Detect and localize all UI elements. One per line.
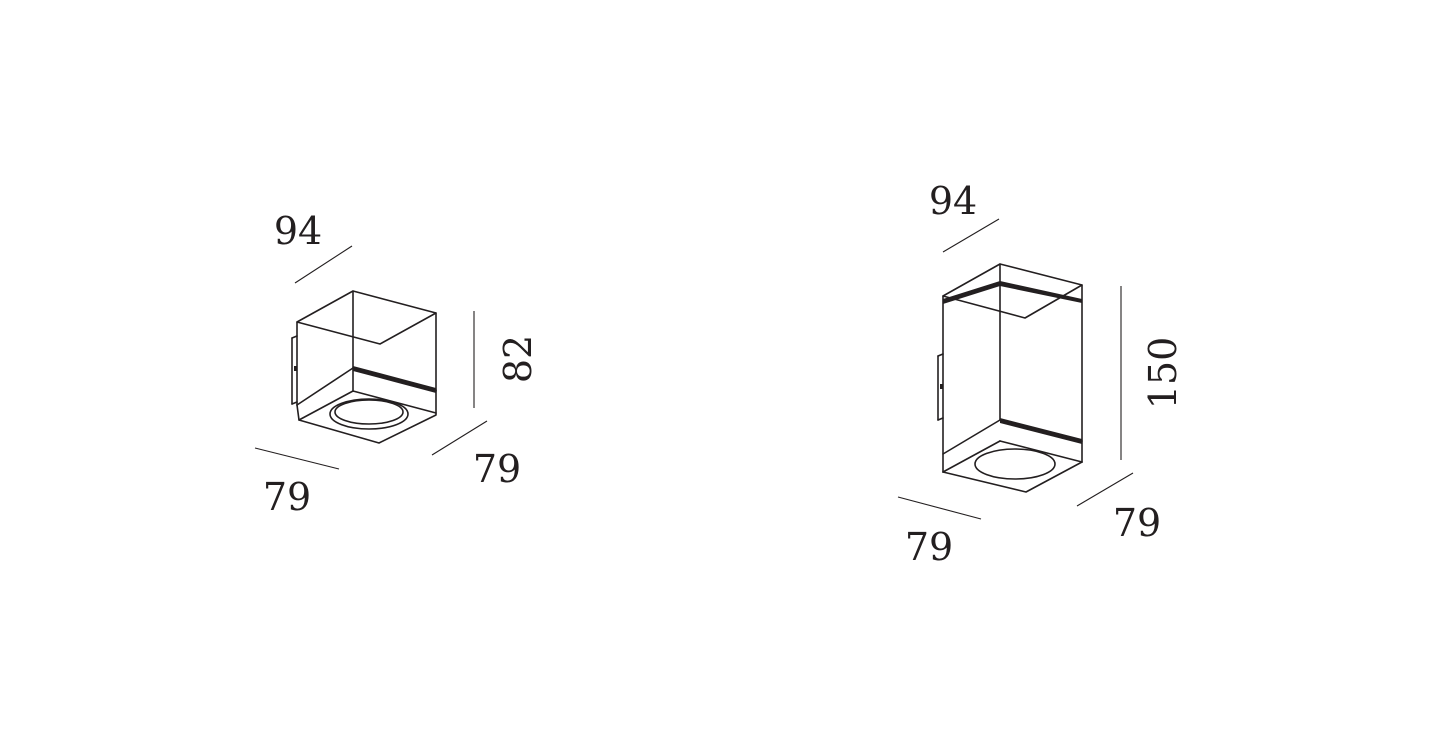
short-lens-inner xyxy=(334,399,404,425)
short-band xyxy=(353,366,436,393)
short-side-depth-label: 79 xyxy=(473,447,521,491)
tall-front-depth-line xyxy=(897,496,982,520)
short-top-face xyxy=(296,290,437,345)
short-lens-outer xyxy=(329,398,409,430)
tall-top-face xyxy=(942,263,1083,319)
short-luminaire-drawing: 94 82 79 79 xyxy=(254,209,540,519)
short-side-depth-line xyxy=(431,420,488,456)
short-luminaire-body xyxy=(291,290,437,444)
tall-front-depth-label: 79 xyxy=(905,525,953,569)
tall-luminaire-drawing: 94 150 79 79 xyxy=(897,179,1185,569)
tall-upper-band xyxy=(943,281,1082,304)
tall-luminaire-body xyxy=(937,263,1083,493)
short-top-width-line xyxy=(294,245,353,284)
short-height-label: 82 xyxy=(496,335,540,383)
tall-top-width-label: 94 xyxy=(929,179,977,223)
tall-lens xyxy=(974,448,1056,480)
short-front-depth-line xyxy=(254,447,340,470)
short-top-width-label: 94 xyxy=(274,209,322,253)
short-front-depth-label: 79 xyxy=(263,475,311,519)
tall-side-depth-line xyxy=(1076,472,1134,507)
tall-height-label: 150 xyxy=(1141,337,1185,410)
tall-top-width-line xyxy=(942,218,1000,253)
tall-lower-band xyxy=(1000,418,1082,444)
tall-side-depth-label: 79 xyxy=(1113,501,1161,545)
